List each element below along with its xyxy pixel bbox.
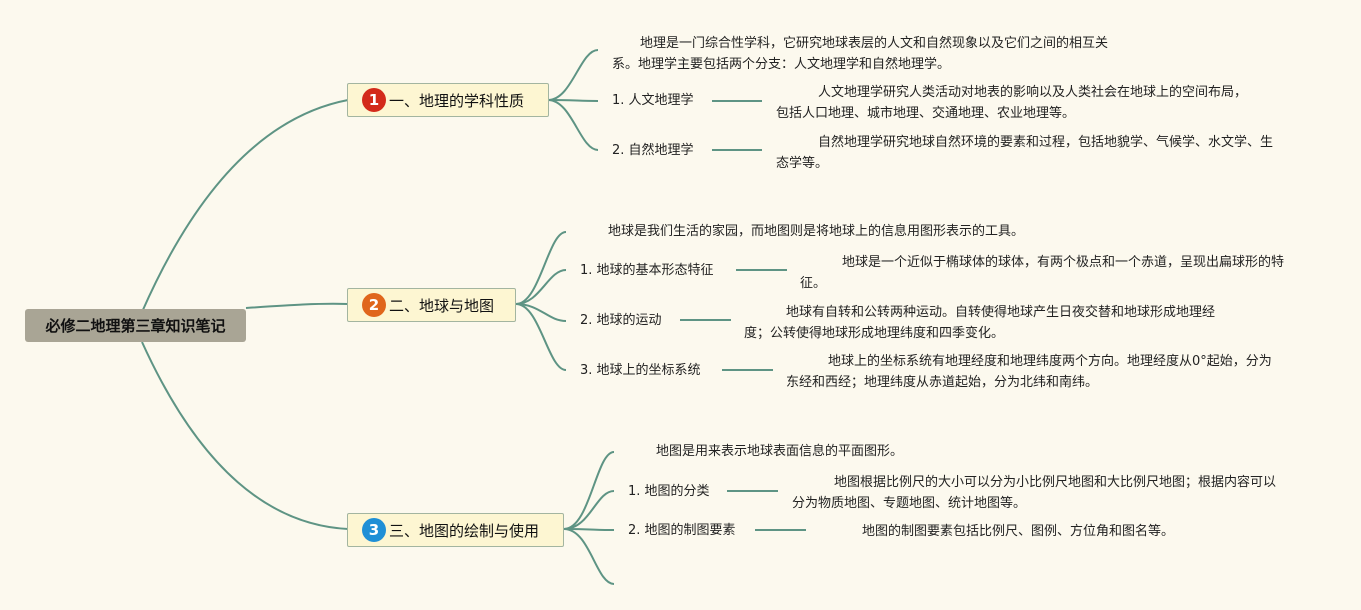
root-title: 必修二地理第三章知识笔记 bbox=[45, 317, 226, 335]
connector-root-b2 bbox=[245, 302, 349, 309]
branch-2-item-1-desc: 地球是一个近似于椭球体的球体，有两个极点和一个赤道，呈现出扁球形的特征。 bbox=[800, 255, 1285, 291]
branch-2-intro: 地球是我们生活的家园，而地图则是将地球上的信息用图形表示的工具。 bbox=[608, 224, 1025, 239]
connector-root-b1 bbox=[141, 99, 349, 313]
connector-b3-intro bbox=[563, 451, 615, 530]
connector-b1-intro bbox=[547, 49, 599, 101]
branch-1-title: 一、地理的学科性质 bbox=[389, 91, 525, 110]
branch-1-item-2-desc: 自然地理学研究地球自然环境的要素和过程，包括地貌学、气候学、水文学、生态学等。 bbox=[776, 135, 1274, 171]
branch-2-item-3-label: 3. 地球上的坐标系统 bbox=[580, 363, 701, 378]
branch-3-item-1-label: 1. 地图的分类 bbox=[628, 484, 710, 499]
connector-root-b3 bbox=[141, 341, 349, 530]
branch-2-node[interactable]: 2 二、地球与地图 bbox=[347, 288, 516, 322]
branch-2-item-2-label: 2. 地球的运动 bbox=[580, 313, 662, 328]
connector-b1-item2 bbox=[547, 99, 599, 151]
branch-2-item-2-desc: 地球有自转和公转两种运动。自转使得地球产生日夜交替和地球形成地理经度；公转使得地… bbox=[744, 305, 1216, 341]
branch-2-item-3-desc: 地球上的坐标系统有地理经度和地理纬度两个方向。地理经度从0°起始，分为东经和西经… bbox=[786, 354, 1272, 390]
branch-3-item-2-label: 2. 地图的制图要素 bbox=[628, 523, 736, 538]
connector-b3-item1 bbox=[563, 490, 615, 530]
branch-1-intro: 地理是一门综合性学科，它研究地球表层的人文和自然现象以及它们之间的相互关系。地理… bbox=[612, 36, 1109, 72]
branch-3-item-1-desc: 地图根据比例尺的大小可以分为小比例尺地图和大比例尺地图；根据内容可以分为物质地图… bbox=[792, 475, 1277, 511]
branch-1-item-2-label: 2. 自然地理学 bbox=[612, 143, 694, 158]
connector-b2-item3 bbox=[515, 303, 567, 371]
branch-3-title: 三、地图的绘制与使用 bbox=[389, 521, 540, 540]
branch-3-item-2-desc: 地图的制图要素包括比例尺、图例、方位角和图名等。 bbox=[862, 524, 1175, 539]
branch-3-intro: 地图是用来表示地球表面信息的平面图形。 bbox=[656, 444, 904, 459]
connector-b3-extra bbox=[563, 528, 615, 585]
branch-3-number-badge: 3 bbox=[362, 518, 386, 542]
branch-1-item-1-label: 1. 人文地理学 bbox=[612, 93, 694, 108]
connector-b2-intro bbox=[515, 231, 567, 305]
branch-2-number-badge: 2 bbox=[362, 293, 386, 317]
branch-2-item-1-label: 1. 地球的基本形态特征 bbox=[580, 263, 714, 278]
branch-1-item-1-desc: 人文地理学研究人类活动对地表的影响以及人类社会在地球上的空间布局，包括人口地理、… bbox=[776, 85, 1248, 121]
branch-3-node[interactable]: 3 三、地图的绘制与使用 bbox=[347, 513, 564, 547]
branch-2-title: 二、地球与地图 bbox=[389, 296, 495, 315]
root-node[interactable]: 必修二地理第三章知识笔记 bbox=[25, 309, 246, 342]
connector-b2-item1 bbox=[515, 269, 567, 305]
branch-1-node[interactable]: 1 一、地理的学科性质 bbox=[347, 83, 549, 117]
branch-1-number-badge: 1 bbox=[362, 88, 386, 112]
